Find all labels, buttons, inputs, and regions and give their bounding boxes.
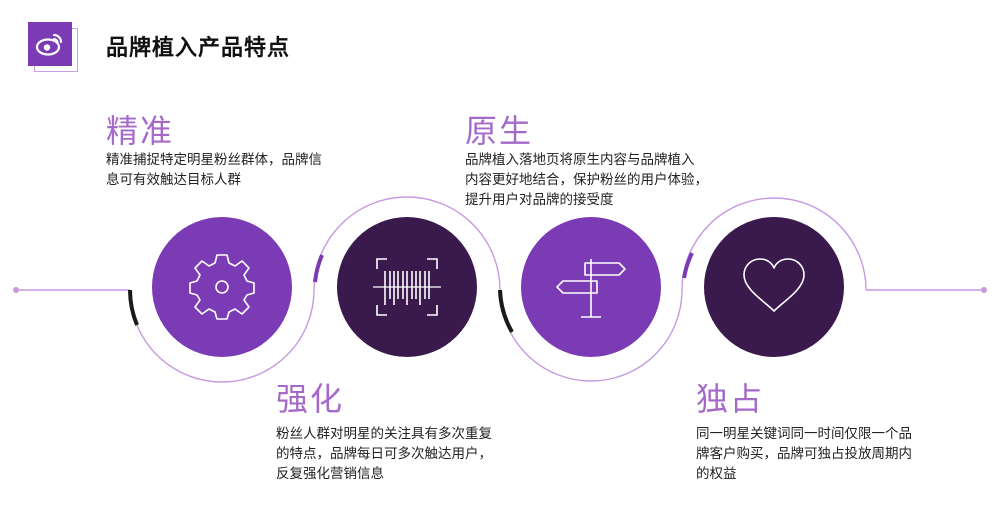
page-title: 品牌植入产品特点 <box>106 36 291 61</box>
feature-title-precise: 精准 <box>106 112 175 150</box>
accent-arc-3 <box>498 289 514 333</box>
signpost-icon <box>556 259 626 318</box>
feature-desc-line: 反复强化营销信息 <box>276 466 384 482</box>
feature-desc-line: 内容更好地结合，保护粉丝的用户体验， <box>465 172 708 188</box>
feature-desc-line: 的权益 <box>696 466 737 482</box>
accent-arc-2 <box>313 254 324 283</box>
feature-desc-line: 息可有效触达目标人群 <box>106 172 241 188</box>
feature-title-native: 原生 <box>465 112 534 150</box>
accent-arc-1 <box>128 289 139 326</box>
feature-title-exclusive: 独占 <box>696 380 765 418</box>
feature-circle-precise <box>152 217 292 357</box>
feature-desc-native: 品牌植入落地页将原生内容与品牌植入 内容更好地结合，保护粉丝的用户体验， 提升用… <box>465 150 708 210</box>
feature-desc-line: 同一明星关键词同一时间仅限一个品 <box>696 426 912 442</box>
feature-desc-line: 精准捕捉特定明星粉丝群体，品牌信 <box>106 152 322 168</box>
heart-icon <box>743 258 805 312</box>
feature-desc-line: 粉丝人群对明星的关注具有多次重复 <box>276 426 492 442</box>
feature-desc-precise: 精准捕捉特定明星粉丝群体，品牌信 息可有效触达目标人群 <box>106 150 322 190</box>
feature-desc-exclusive: 同一明星关键词同一时间仅限一个品 牌客户购买，品牌可独占投放周期内 的权益 <box>696 424 912 484</box>
feature-desc-line: 牌客户购买，品牌可独占投放周期内 <box>696 446 912 462</box>
feature-desc-line: 提升用户对品牌的接受度 <box>465 192 614 208</box>
gear-icon <box>189 254 255 320</box>
timeline-start-dot <box>13 287 19 293</box>
feature-desc-line: 品牌植入落地页将原生内容与品牌植入 <box>465 152 695 168</box>
logo <box>28 22 78 72</box>
timeline-end-dot <box>981 287 987 293</box>
timeline-line <box>16 196 984 383</box>
feature-desc-reinforce: 粉丝人群对明星的关注具有多次重复 的特点，品牌每日可多次触达用户， 反复强化营销… <box>276 424 492 484</box>
feature-circle-exclusive <box>704 217 844 357</box>
feature-title-reinforce: 强化 <box>276 380 345 418</box>
feature-desc-line: 的特点，品牌每日可多次触达用户， <box>276 446 492 462</box>
accent-arc-4 <box>682 252 694 279</box>
weibo-logo-icon <box>28 22 72 66</box>
barcode-scan-icon <box>373 258 441 316</box>
